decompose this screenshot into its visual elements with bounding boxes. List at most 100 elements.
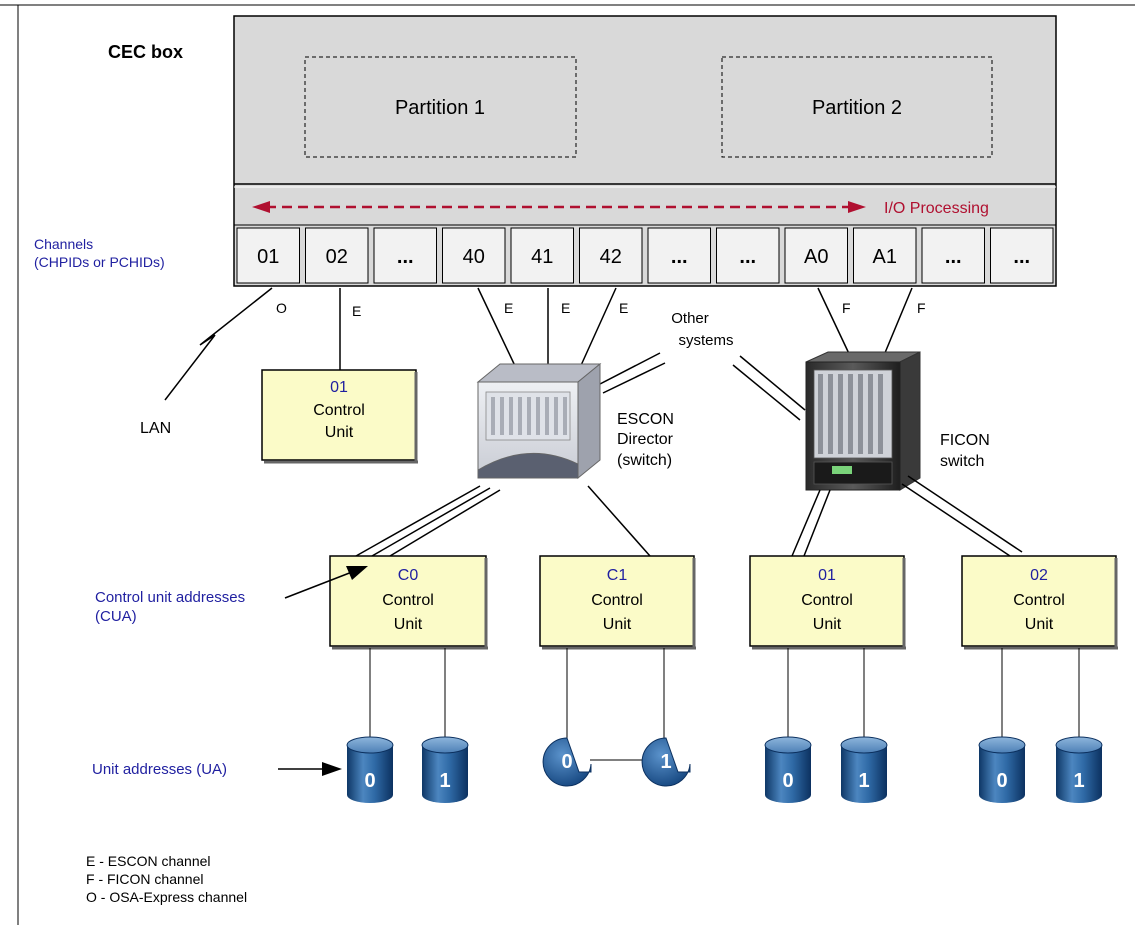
device-address: 0: [561, 751, 572, 773]
channel-id: 40: [463, 246, 485, 268]
channel-type-42: E: [619, 300, 628, 316]
cu-address: C1: [607, 567, 628, 584]
channel-id: ...: [1013, 246, 1030, 268]
ficon-cu02-link-a: [901, 483, 1011, 557]
link-40-escon: [477, 287, 517, 369]
tape-device-icon: 0: [542, 737, 592, 787]
channel-cell: 02: [305, 227, 369, 284]
partition-2: [721, 56, 993, 158]
cu-label-line2: Unit: [325, 424, 354, 441]
lan-label: LAN: [140, 420, 171, 437]
cu-label-line1: Control: [313, 402, 365, 419]
ua-pointer-head: [322, 762, 342, 776]
cu-address: 01: [330, 379, 348, 396]
other-systems-escon-link-b: [602, 362, 666, 394]
cu-label-line2: Unit: [603, 616, 632, 633]
device-address: 1: [660, 751, 671, 773]
disk-device-icon: 0: [346, 736, 394, 803]
cu-label-line1: Control: [801, 592, 853, 609]
legend-osa: O - OSA-Express channel: [86, 889, 247, 905]
channel-type-a0: F: [842, 300, 851, 316]
control-unit-01-right: 01 Control Unit: [749, 555, 906, 650]
disk-device-icon: 1: [1055, 736, 1103, 803]
disk-device-icon: 0: [764, 736, 812, 803]
tape-device-icon: 1: [641, 737, 691, 787]
link-a1-ficon: [881, 287, 913, 361]
channel-cell: ...: [716, 227, 780, 284]
partition-2-label: Partition 2: [812, 97, 902, 119]
channel-cell: A1: [853, 227, 917, 284]
cu-label-line2: Unit: [1025, 616, 1054, 633]
channel-id: ...: [739, 246, 756, 268]
ficon-cu01-link-a: [791, 489, 821, 557]
partition-1: [304, 56, 577, 158]
channel-cell: 42: [579, 227, 643, 284]
ficon-cu01-link-b: [803, 489, 831, 557]
escon-c1-link: [587, 485, 651, 557]
channel-id: 41: [531, 246, 553, 268]
cua-label-line2: (CUA): [95, 608, 137, 625]
channels-label-line2: (CHPIDs or PCHIDs): [34, 254, 165, 270]
cu-address: C0: [398, 567, 419, 584]
legend-ficon: F - FICON channel: [86, 871, 203, 887]
channel-cell: 41: [510, 227, 574, 284]
io-arrow-left-head: [252, 201, 270, 213]
other-systems-line2: systems: [678, 332, 733, 349]
cu-label-line2: Unit: [394, 616, 423, 633]
ficon-switch-line1: FICON: [940, 432, 990, 449]
io-processing-label: I/O Processing: [884, 200, 989, 217]
control-unit-02: 02 Control Unit: [961, 555, 1118, 650]
control-unit-c1: C1 Control Unit: [539, 555, 696, 650]
cec-box-title: CEC box: [108, 42, 183, 62]
device-address: 0: [364, 770, 375, 792]
cu-label-line2: Unit: [813, 616, 842, 633]
lan-connection: [164, 287, 273, 401]
cec-box: [233, 15, 1057, 287]
cu-label-line1: Control: [382, 592, 434, 609]
cu-address: 01: [818, 567, 836, 584]
channel-id: 42: [600, 246, 622, 268]
channel-cell: 40: [442, 227, 506, 284]
legend-escon: E - ESCON channel: [86, 853, 211, 869]
disk-device-icon: 1: [840, 736, 888, 803]
channel-type-01: O: [276, 300, 287, 316]
channel-row: 01 02... 40 41 42...... A0 A1......: [236, 227, 1054, 284]
escon-director-line3: (switch): [617, 452, 672, 469]
channel-type-41: E: [561, 300, 570, 316]
disk-device-icon: 1: [421, 736, 469, 803]
device-address: 1: [1073, 770, 1084, 792]
io-arrow-right-head: [848, 201, 866, 213]
channel-type-a1: F: [917, 300, 926, 316]
ficon-switch-line2: switch: [940, 453, 984, 470]
other-systems-ficon-link-b: [732, 364, 801, 421]
cua-label-line1: Control unit addresses: [95, 589, 245, 606]
channel-cell: ...: [373, 227, 437, 284]
channel-type-40: E: [504, 300, 513, 316]
channel-id: ...: [945, 246, 962, 268]
channel-id: A1: [873, 246, 897, 268]
channel-id: A0: [804, 246, 828, 268]
control-unit-01-left: 01 Control Unit: [261, 369, 418, 464]
partition-1-label: Partition 1: [395, 97, 485, 119]
link-42-escon: [577, 287, 617, 373]
escon-c0-link-c: [389, 489, 501, 557]
escon-director-line2: Director: [617, 431, 674, 448]
channels-label-line1: Channels: [34, 236, 93, 252]
channel-cell: ...: [921, 227, 985, 284]
escon-director-line1: ESCON: [617, 411, 674, 428]
other-systems-ficon-link-a: [739, 355, 806, 411]
channel-id: ...: [671, 246, 688, 268]
device-address: 1: [439, 770, 450, 792]
escon-director-icon: [476, 362, 602, 480]
channel-cell: ...: [990, 227, 1054, 284]
device-address: 0: [996, 770, 1007, 792]
ficon-switch-icon: [805, 351, 921, 491]
channel-id: ...: [397, 246, 414, 268]
device-address: 0: [782, 770, 793, 792]
channel-cell: 01: [236, 227, 300, 284]
channel-id: 02: [326, 246, 348, 268]
other-systems-line1: Other: [671, 310, 709, 327]
disk-device-icon: 0: [978, 736, 1026, 803]
channel-type-02: E: [352, 303, 361, 319]
cua-pointer-head: [346, 566, 368, 580]
